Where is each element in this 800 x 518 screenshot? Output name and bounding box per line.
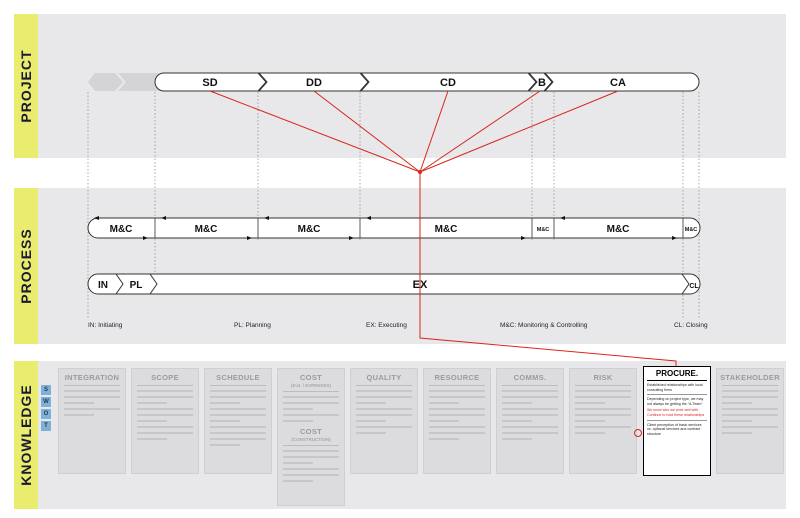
mc-label-3: M&C [298, 224, 321, 235]
procurement-line-4: Client perception of basic services vs. … [647, 422, 702, 436]
red-connectors [209, 90, 677, 366]
legend-pl: PL: Planning [234, 322, 271, 329]
pl-ex-divider [149, 273, 158, 295]
swot-s: S [41, 385, 51, 395]
knowledge-quality: QUALITY [350, 368, 418, 474]
mc-dividers [154, 218, 684, 238]
phase-ca [543, 72, 700, 92]
legend-cl: CL: Closing [674, 322, 708, 329]
stage-in-label: IN [98, 280, 108, 291]
legend-in: IN: Initiating [88, 322, 123, 329]
knowledge-procurement: PROCURE. Established relationships with … [643, 366, 711, 476]
phase-dd [257, 72, 369, 92]
project-lead-arrow-2 [118, 73, 160, 91]
phase-cd-label: CD [440, 77, 456, 89]
phase-b [527, 72, 553, 92]
mc-label-5: M&C [537, 227, 550, 233]
knowledge-band-label: KNOWLEDGE [14, 361, 38, 509]
mc-arrowheads [94, 216, 677, 240]
knowledge-risk: RISK [569, 368, 637, 474]
project-lead-arrow [88, 73, 123, 91]
procurement-line-2: Depending on project type, we may not al… [647, 397, 704, 406]
process-row-outline [87, 273, 701, 295]
knowledge-comms: COMMS. [496, 368, 564, 474]
phase-dd-label: DD [306, 77, 322, 89]
procurement-line-3: We know who we work well with. Continue … [647, 408, 705, 417]
phase-sd-label: SD [202, 77, 217, 89]
mc-label-4: M&C [435, 224, 458, 235]
stage-cl-label: CL [689, 283, 699, 290]
hub-dot [418, 170, 422, 174]
phase-cd [359, 72, 537, 92]
phase-b-label: B [538, 77, 546, 89]
mc-label-2: M&C [195, 224, 218, 235]
mc-label-7: M&C [685, 227, 698, 233]
swot-o: O [41, 409, 51, 419]
process-band-label: PROCESS [14, 188, 38, 344]
project-band-label: PROJECT [14, 14, 38, 158]
mc-label-1: M&C [110, 224, 133, 235]
knowledge-integration: INTEGRATION [58, 368, 126, 474]
knowledge-schedule: SCHEDULE [204, 368, 272, 474]
procurement-line-1: Established relationships with local con… [647, 383, 703, 392]
swot-t: T [41, 421, 51, 431]
phase-sd [154, 72, 267, 92]
ex-cl-divider [681, 273, 690, 295]
legend-ex: EX: Executing [366, 322, 407, 329]
mc-label-6: M&C [607, 224, 630, 235]
procurement-marker [634, 429, 642, 437]
swot-w: W [41, 397, 51, 407]
knowledge-stakeholder: STAKEHOLDER [716, 368, 784, 474]
knowledge-scope: SCOPE [131, 368, 199, 474]
mc-row-outline [87, 217, 701, 239]
phase-ca-label: CA [610, 77, 626, 89]
knowledge-resource: RESOURCE [423, 368, 491, 474]
process-band: PROCESS [14, 188, 786, 344]
in-pl-divider [115, 273, 124, 295]
legend-mc: M&C: Monitoring & Controlling [500, 322, 588, 329]
knowledge-cost: COST (D.H. / EXPENSES) COST (CONSTRUCTIO… [277, 368, 345, 506]
stage-pl-label: PL [130, 280, 143, 291]
procurement-title: PROCURE. [655, 369, 699, 378]
